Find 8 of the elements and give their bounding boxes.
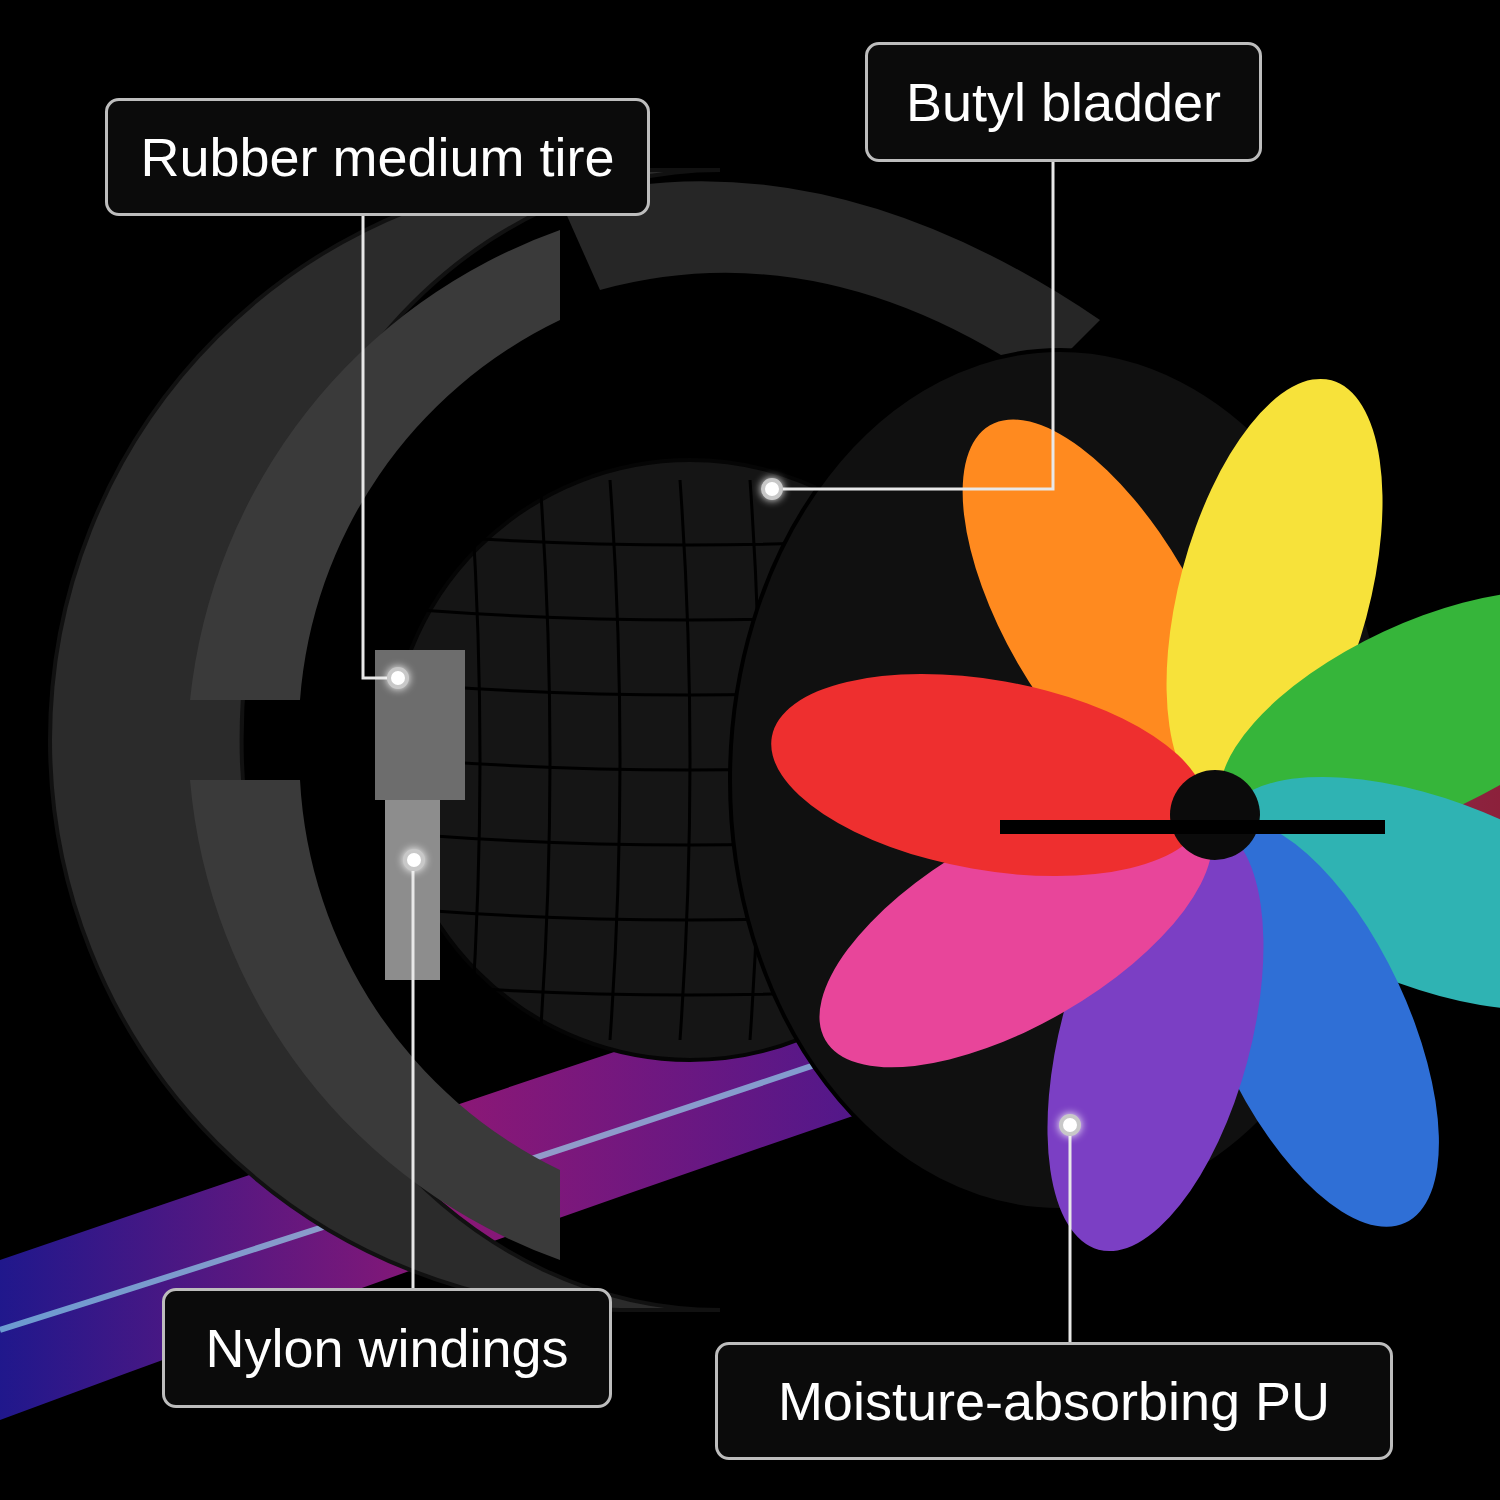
callout-label: Moisture-absorbing PU	[715, 1342, 1393, 1460]
callout-label: Butyl bladder	[865, 42, 1262, 162]
leader-line	[361, 216, 387, 680]
leader-line	[1068, 1136, 1072, 1342]
callout-label: Nylon windings	[162, 1288, 612, 1408]
leader-line	[411, 871, 415, 1288]
leader-line	[783, 162, 1055, 491]
callout-label: Rubber medium tire	[105, 98, 650, 216]
